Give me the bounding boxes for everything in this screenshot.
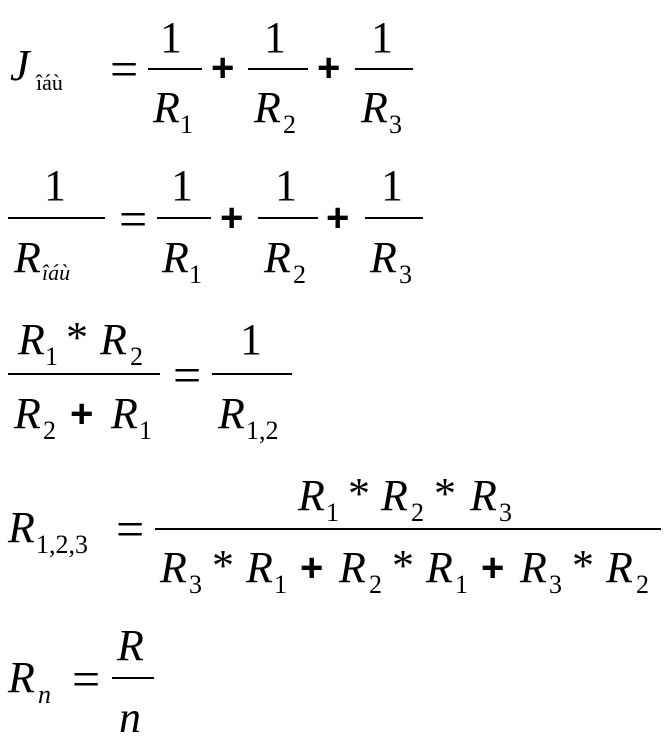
fraction-bar	[248, 68, 308, 70]
plus-sign: +	[300, 546, 324, 590]
denominator-R: R	[606, 543, 633, 592]
fraction-bar	[212, 373, 292, 375]
plus-sign: +	[317, 46, 341, 90]
subscript-1: 1	[455, 570, 468, 599]
numerator-R: R	[470, 471, 497, 520]
subscript-1: 1	[326, 498, 339, 527]
variable-R: R	[8, 503, 35, 552]
denominator-R: R	[160, 543, 187, 592]
multiply-sign: *	[66, 313, 88, 362]
denominator-R: R	[370, 233, 397, 282]
fraction-bar	[258, 217, 318, 219]
denominator-R: R	[339, 543, 366, 592]
denominator-R: R	[153, 83, 180, 132]
denominator-R: R	[426, 543, 453, 592]
denominator-R: R	[254, 83, 281, 132]
multiply-sign: *	[348, 469, 370, 518]
equals-sign: =	[119, 191, 148, 247]
plus-sign: +	[326, 196, 350, 240]
numerator-R: R	[18, 315, 45, 364]
numerator-1: 1	[381, 161, 403, 210]
subscript-total: îáù	[42, 260, 71, 285]
subscript-12: 1,2	[246, 416, 279, 445]
fraction-bar	[8, 373, 160, 375]
subscript-2: 2	[130, 342, 143, 371]
denominator-R: R	[246, 543, 273, 592]
subscript-3: 3	[499, 498, 512, 527]
fraction-bar	[148, 68, 202, 70]
numerator-R: R	[100, 315, 127, 364]
denominator-R: R	[14, 233, 41, 282]
numerator-1: 1	[171, 161, 193, 210]
subscript-2: 2	[636, 570, 649, 599]
numerator-R: R	[117, 621, 144, 670]
subscript-2: 2	[293, 260, 306, 289]
numerator-1: 1	[44, 161, 66, 210]
subscript-2: 2	[411, 498, 424, 527]
variable-J: J	[10, 41, 30, 90]
numerator-1: 1	[371, 13, 393, 62]
numerator-R: R	[381, 471, 408, 520]
variable-R: R	[8, 653, 35, 702]
subscript-1: 1	[45, 342, 58, 371]
subscript-1: 1	[180, 110, 193, 139]
numerator-1: 1	[240, 315, 262, 364]
subscript-2: 2	[43, 416, 56, 445]
denominator-R: R	[361, 83, 388, 132]
subscript-2: 2	[283, 110, 296, 139]
subscript-n: n	[38, 680, 51, 709]
denominator-n: n	[119, 693, 141, 742]
subscript-3: 3	[189, 570, 202, 599]
numerator-1: 1	[160, 13, 182, 62]
subscript-123: 1,2,3	[36, 530, 88, 559]
fraction-bar	[365, 217, 423, 219]
numerator-1: 1	[264, 13, 286, 62]
subscript-3: 3	[399, 260, 412, 289]
denominator-R: R	[14, 389, 41, 438]
fraction-bar	[155, 528, 661, 530]
multiply-sign: *	[392, 541, 414, 590]
multiply-sign: *	[572, 541, 594, 590]
denominator-R: R	[264, 233, 291, 282]
numerator-R: R	[298, 471, 325, 520]
fraction-bar	[112, 677, 154, 679]
fraction-bar	[157, 217, 211, 219]
numerator-1: 1	[275, 161, 297, 210]
denominator-R: R	[162, 233, 189, 282]
subscript-1: 1	[274, 570, 287, 599]
multiply-sign: *	[434, 469, 456, 518]
fraction-bar	[8, 217, 105, 219]
equals-sign: =	[110, 41, 139, 97]
denominator-R: R	[111, 389, 138, 438]
multiply-sign: *	[212, 541, 234, 590]
equals-sign: =	[116, 501, 145, 557]
subscript-2: 2	[369, 570, 382, 599]
plus-sign: +	[70, 392, 94, 436]
fraction-bar	[355, 68, 413, 70]
equals-sign: =	[173, 347, 202, 403]
subscript-1: 1	[189, 260, 202, 289]
plus-sign: +	[481, 546, 505, 590]
denominator-R: R	[520, 543, 547, 592]
denominator-R: R	[218, 389, 245, 438]
subscript-total: îáù	[36, 70, 63, 95]
plus-sign: +	[211, 46, 235, 90]
subscript-1: 1	[139, 416, 152, 445]
plus-sign: +	[220, 196, 244, 240]
equals-sign: =	[72, 651, 101, 707]
subscript-3: 3	[549, 570, 562, 599]
subscript-3: 3	[389, 110, 402, 139]
